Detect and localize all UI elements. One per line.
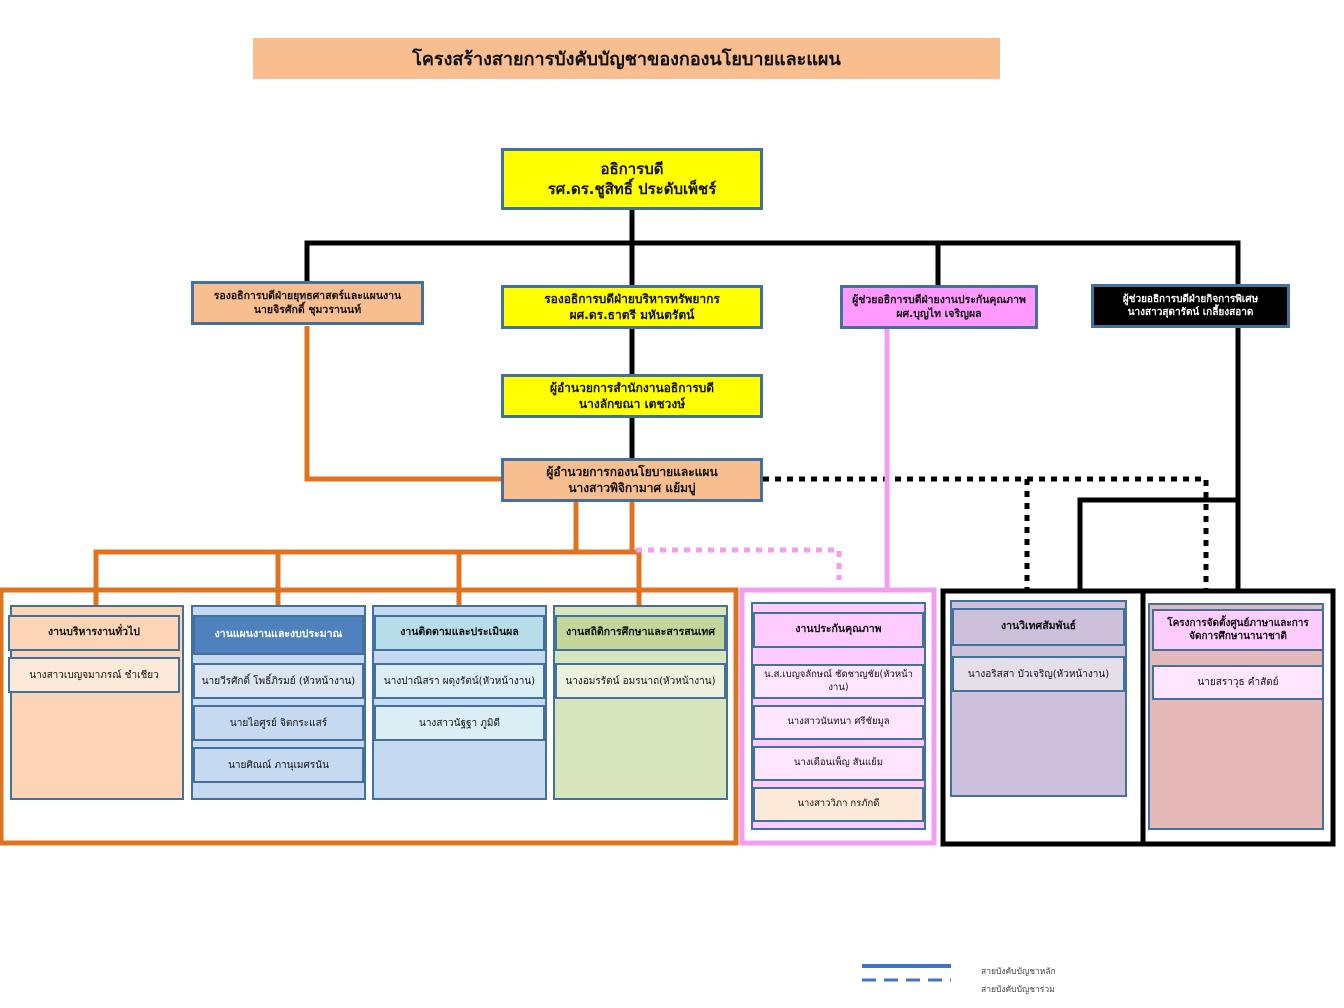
unit-planning-staff-2: นายไอศูรย์ จิตกระแสร์	[193, 705, 364, 741]
asst-qa-name: ผศ.บุญไท เจริญผล	[896, 308, 982, 320]
unit-general-staff-1: นางสาวเบญจมาภรณ์ ชำเชียว	[8, 657, 180, 693]
asst-qa-role: ผู้ช่วยอธิการบดีฝ่ายงานประกันคุณภาพ	[852, 293, 1026, 306]
vp-resources-box: รองอธิการบดีฝ่ายบริหารทรัพยากร ผศ.ดร.ธาต…	[501, 285, 763, 329]
unit-monitoring-staff-1: นางปาณิสรา ผดุงรัตน์(หัวหน้างาน)	[374, 663, 545, 699]
unit-general-column: งานบริหารงานทั่วไป นางสาวเบญจมาภรณ์ ชำเช…	[8, 605, 184, 800]
unit-general-header: งานบริหารงานทั่วไป	[8, 615, 180, 651]
vp-strategy-box: รองอธิการบดีฝ่ายยุทธศาสตร์และแผนงาน นายจ…	[191, 281, 424, 325]
legend-dashed-label: สายบังคับบัญชาร่วม	[981, 985, 1055, 995]
unit-language-staff-1: นายสราวุธ คำสัตย์	[1152, 665, 1324, 700]
asst-special-box: ผู้ช่วยอธิการบดีฝ่ายกิจการพิเศษ นางสาวสุ…	[1091, 284, 1290, 328]
unit-statistics-staff-1: นางอมรรัตน์ อมรนาถ(หัวหน้างาน)	[555, 663, 726, 699]
office-director-box: ผู้อำนวยการสำนักงานอธิการบดี นางลักขณา เ…	[501, 374, 763, 418]
chart-title: โครงสร้างสายการบังคับบัญชาของกองนโยบายแล…	[253, 38, 1000, 79]
asst-special-role: ผู้ช่วยอธิการบดีฝ่ายกิจการพิเศษ	[1122, 293, 1259, 305]
unit-language-column: โครงการจัดตั้งศูนย์ภาษาและการจัดการศึกษา…	[1148, 603, 1324, 830]
unit-language-header: โครงการจัดตั้งศูนย์ภาษาและการจัดการศึกษา…	[1152, 609, 1324, 651]
vp-resources-role: รองอธิการบดีฝ่ายบริหารทรัพยากร	[544, 291, 720, 306]
unit-qa-staff-3: นางเดือนเพ็ญ สันแย้ม	[753, 746, 924, 781]
unit-statistics-header: งานสถิติการศึกษาและสารสนเทศ	[555, 615, 726, 651]
unit-planning-staff-3: นายศิณณ์ ภานุเมศรนัน	[193, 747, 364, 783]
president-role: อธิการบดี	[600, 159, 664, 178]
unit-statistics-column: งานสถิติการศึกษาและสารสนเทศ นางอมรรัตน์ …	[553, 605, 728, 800]
legend-solid-label: สายบังคับบัญชาหลัก	[981, 967, 1056, 977]
office-director-role: ผู้อำนวยการสำนักงานอธิการบดี	[549, 380, 715, 395]
black-dashed-lines	[763, 476, 1209, 592]
president-box: อธิการบดี รศ.ดร.ชูสิทธิ์ ประดับเพ็ชร์	[501, 148, 763, 210]
unit-monitoring-column: งานติดตามและประเมินผล นางปาณิสรา ผดุงรัต…	[372, 605, 547, 800]
unit-qa-staff-1: น.ส.เบญจลักษณ์ ชัดชาญชัย(หัวหน้างาน)	[753, 664, 924, 699]
unit-relations-staff-1: นางอริสสา บัวเจริญ(หัวหน้างาน)	[952, 656, 1125, 692]
unit-qa-staff-4: นางสาววิภา กรภักดี	[753, 787, 924, 822]
division-director-role: ผู้อำนวยการกองนโยบายและแผน	[546, 464, 718, 479]
unit-planning-column: งานแผนงานและงบประมาณ นายวีรศักดิ์ โพธิ์ภ…	[191, 605, 366, 800]
unit-relations-header: งานวิเทศสัมพันธ์	[952, 608, 1125, 646]
black-lines	[304, 208, 1241, 592]
unit-qa-header: งานประกันคุณภาพ	[753, 612, 924, 648]
unit-monitoring-staff-2: นางสาวนัฐฐา ภูมิดี	[374, 705, 545, 741]
unit-monitoring-header: งานติดตามและประเมินผล	[374, 615, 545, 651]
division-director-name: นางสาวพิจิกามาศ แย้มบู่	[568, 481, 696, 495]
vp-strategy-role: รองอธิการบดีฝ่ายยุทธศาสตร์และแผนงาน	[213, 289, 402, 302]
president-name: รศ.ดร.ชูสิทธิ์ ประดับเพ็ชร์	[547, 180, 717, 198]
division-director-box: ผู้อำนวยการกองนโยบายและแผน นางสาวพิจิกาม…	[501, 458, 763, 502]
vp-strategy-name: นายจิรศักดิ์ ชุมวรานนท์	[253, 304, 362, 316]
unit-qa-column: งานประกันคุณภาพ น.ส.เบญจลักษณ์ ชัดชาญชัย…	[751, 602, 926, 830]
unit-planning-header: งานแผนงานและงบประมาณ	[193, 615, 364, 655]
vp-resources-name: ผศ.ดร.ธาตรี มหันตรัตน์	[569, 308, 695, 322]
asst-special-name: นางสาวสุดารัตน์ เกลี้ยงสอาด	[1127, 307, 1254, 318]
unit-relations-column: งานวิเทศสัมพันธ์ นางอริสสา บัวเจริญ(หัวห…	[950, 600, 1127, 797]
unit-planning-staff-1: นายวีรศักดิ์ โพธิ์ภิรมย์ (หัวหน้างาน)	[193, 663, 364, 699]
asst-qa-box: ผู้ช่วยอธิการบดีฝ่ายงานประกันคุณภาพ ผศ.บ…	[840, 285, 1038, 329]
unit-qa-staff-2: นางสาวนันทนา ศรีชัยมูล	[753, 705, 924, 740]
office-director-name: นางลักขณา เตชวงษ์	[578, 397, 686, 411]
